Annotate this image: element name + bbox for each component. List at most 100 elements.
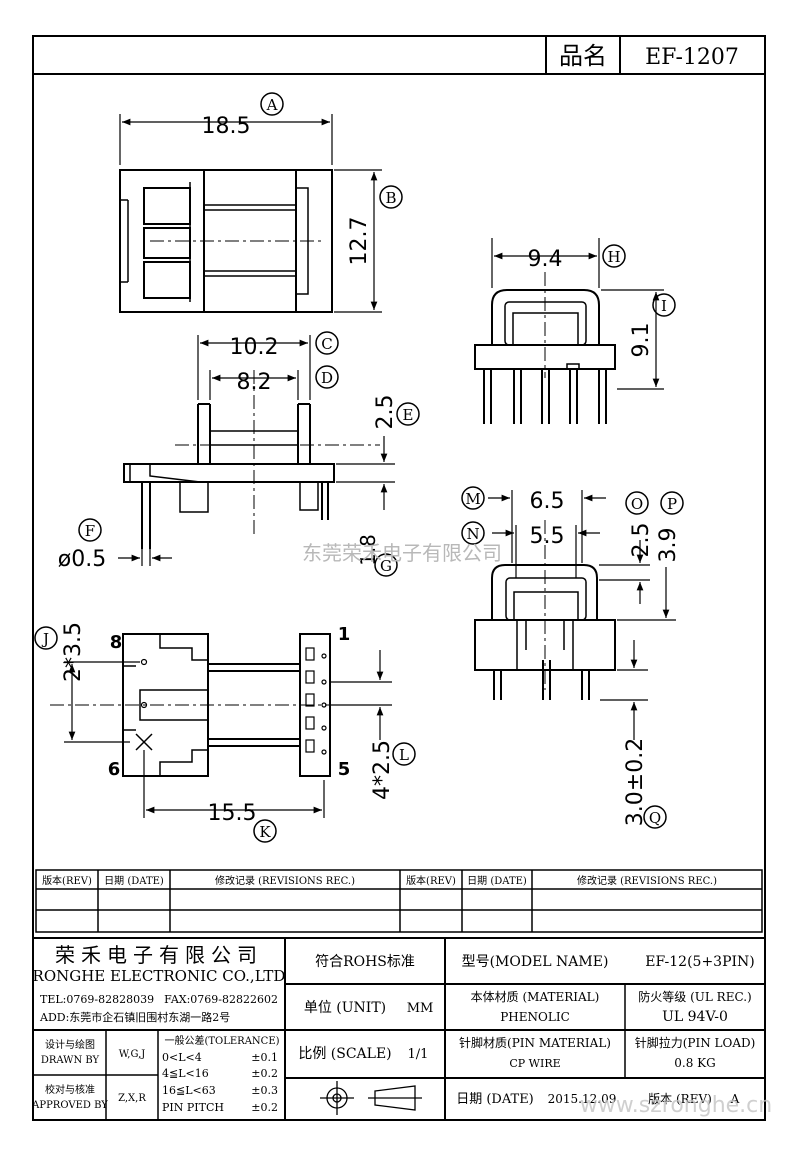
dim-m-value: 6.5: [530, 489, 565, 514]
dim-j-line: [64, 661, 140, 743]
rev-label: 版本 (REV): [648, 1092, 712, 1106]
rev-header-3: 修改记录 (REVISIONS REC.): [215, 874, 355, 887]
pin-1-label: 1: [338, 624, 351, 645]
callout-o: O: [625, 491, 649, 515]
dim-f-line: [118, 549, 172, 566]
material-label: 本体材质 (MATERIAL): [471, 990, 600, 1004]
dim-m-line: [488, 490, 606, 563]
drawn-by-label-en: DRAWN BY: [41, 1055, 100, 1066]
ul-value: UL 94V-0: [662, 1009, 728, 1025]
approved-by-label-cn: 校对与核准: [45, 1083, 95, 1096]
projection-symbol-icon: [320, 1081, 422, 1115]
material-value: PHENOLIC: [500, 1010, 570, 1024]
svg-text:C: C: [321, 335, 332, 353]
dim-n-value: 5.5: [530, 524, 565, 549]
svg-text:G: G: [380, 557, 392, 575]
callout-q: Q: [643, 805, 667, 829]
dim-p-line: [617, 567, 676, 621]
rev-header-4: 版本(REV): [406, 874, 456, 887]
rev-header-2: 日期 (DATE): [104, 875, 164, 887]
watermark: 东莞荣禾电子有限公司: [302, 541, 502, 565]
dim-q-line: [600, 640, 648, 740]
dim-q-value: 3.0±0.2: [623, 738, 648, 826]
pin-load-label: 针脚拉力(PIN LOAD): [635, 1035, 756, 1050]
approved-by-label-en: APPROVED BY: [31, 1100, 108, 1111]
scale-label: 比例 (SCALE): [298, 1046, 391, 1062]
callout-n: N: [461, 521, 485, 545]
drawn-by-value: W,G,J: [119, 1049, 146, 1060]
pin-8-label: 8: [110, 632, 123, 653]
svg-text:D: D: [321, 369, 333, 387]
tolerance-range-2: 4≦L<16: [162, 1067, 209, 1080]
callout-h: H: [602, 244, 626, 268]
callout-f: F: [78, 518, 102, 542]
approved-by-value: Z,X,R: [118, 1093, 146, 1104]
company-tel: TEL:0769-82828039: [40, 993, 154, 1006]
dim-p-value: 3.9: [656, 528, 681, 563]
svg-text:F: F: [85, 522, 95, 540]
top-view: [119, 169, 333, 313]
svg-text:K: K: [259, 823, 271, 841]
callout-b: B: [379, 185, 403, 209]
svg-text:H: H: [607, 248, 620, 266]
svg-text:Q: Q: [649, 809, 661, 827]
dim-o-line: [599, 540, 650, 604]
svg-text:J: J: [41, 630, 49, 648]
svg-text:A: A: [266, 96, 278, 114]
dim-h-line: [491, 238, 600, 288]
sheet-frame: [32, 35, 766, 1121]
part-name-label: 品名: [559, 42, 607, 70]
tolerance-range-3: 16≦L<63: [162, 1084, 216, 1097]
dim-e-value: 2.5: [373, 395, 398, 430]
rev-header-6: 修改记录 (REVISIONS REC.): [577, 874, 717, 887]
website-watermark: www.szronghe.cn: [580, 1093, 772, 1118]
dim-d-value: 8.2: [237, 370, 272, 395]
title-block: [33, 937, 765, 1120]
tolerance-range-4: PIN PITCH: [162, 1101, 224, 1114]
rohs-label: 符合ROHS标准: [315, 954, 415, 970]
dim-f-value: ø0.5: [58, 547, 106, 572]
company-name-cn: 荣禾电子有限公司: [55, 943, 263, 967]
svg-text:M: M: [465, 490, 480, 508]
tolerance-value-3: ±0.3: [251, 1084, 278, 1097]
svg-text:P: P: [667, 495, 677, 513]
callout-g: G: [374, 553, 398, 577]
unit-value: MM: [407, 1001, 434, 1016]
svg-text:E: E: [403, 406, 414, 424]
part-number: EF-1207: [645, 45, 739, 70]
svg-text:I: I: [661, 297, 667, 315]
callout-i: I: [652, 293, 676, 317]
scale-value: 1/1: [408, 1047, 429, 1062]
model-value: EF-12(5+3PIN): [645, 954, 755, 970]
model-label: 型号(MODEL NAME): [462, 954, 609, 970]
dim-d-line: [209, 370, 299, 400]
pin-6-label: 6: [108, 759, 121, 780]
callout-m: M: [461, 486, 485, 510]
dim-a-line: [119, 114, 333, 165]
tolerance-range-1: 0<L<4: [162, 1051, 202, 1064]
company-address: ADD:东莞市企石镇旧围村东湖一路2号: [39, 1010, 230, 1024]
end-view: [474, 520, 616, 700]
pin-material-value: CP WIRE: [509, 1057, 560, 1070]
pin-load-value: 0.8 KG: [674, 1056, 715, 1070]
ul-label: 防火等级 (UL REC.): [638, 989, 751, 1004]
date-label: 日期 (DATE): [456, 1092, 534, 1107]
svg-text:L: L: [399, 746, 409, 764]
dim-h-value: 9.4: [528, 247, 563, 272]
dim-n-line: [492, 525, 600, 578]
tolerance-value-1: ±0.1: [251, 1051, 278, 1064]
dim-l-line: [330, 650, 392, 740]
callout-a: A: [260, 92, 284, 116]
dim-o-value: 2.5: [629, 523, 654, 558]
svg-text:N: N: [466, 525, 479, 543]
dim-i-line: [601, 289, 664, 390]
tolerance-title: 一般公差(TOLERANCE): [164, 1034, 279, 1047]
dim-a-value: 18.5: [202, 114, 251, 139]
callout-e: E: [396, 402, 420, 426]
rev-value: A: [730, 1092, 740, 1106]
dim-l-value: 4*2.5: [370, 740, 395, 800]
company-name-en: RONGHE ELECTRONIC CO.,LTD: [33, 967, 286, 985]
company-fax: FAX:0769-82822602: [164, 993, 278, 1006]
dim-i-value: 9.1: [629, 323, 654, 358]
